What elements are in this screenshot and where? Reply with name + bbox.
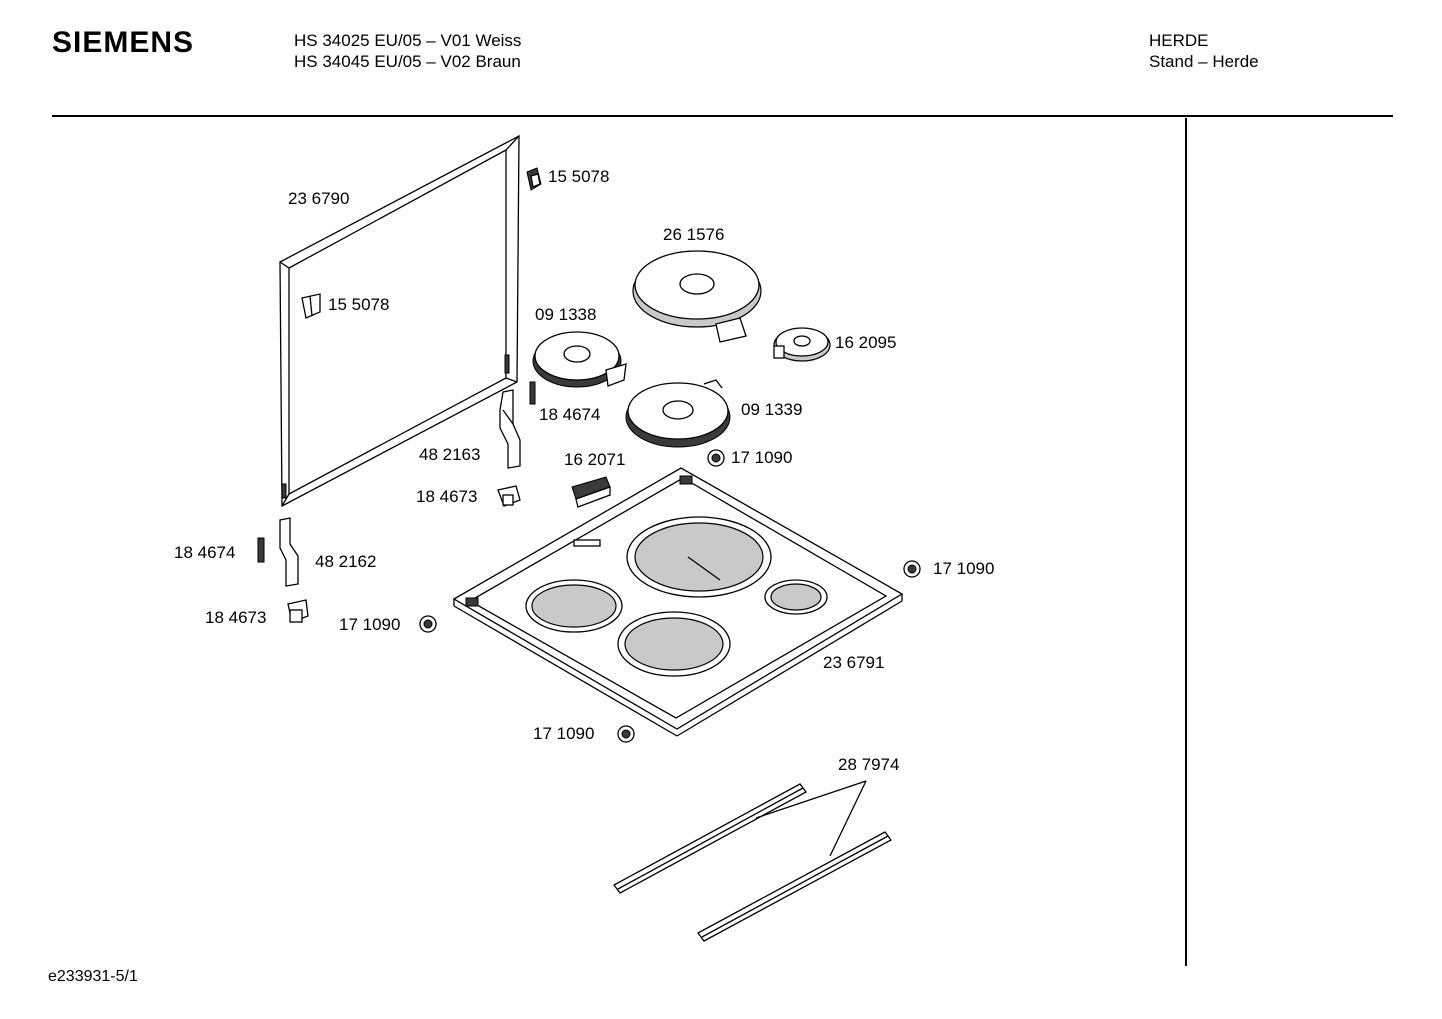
label-171090-c: 17 1090 bbox=[339, 615, 400, 634]
label-184674-lower: 18 4674 bbox=[174, 543, 235, 562]
bracket-drawing-lower bbox=[257, 517, 309, 623]
hotplate-drawing-1339 bbox=[625, 379, 731, 448]
back-panel-drawing bbox=[279, 134, 520, 508]
model-line-1: HS 34025 EU/05 – V01 Weiss bbox=[294, 31, 522, 50]
label-171090-b: 17 1090 bbox=[933, 559, 994, 578]
label-184673-upper: 18 4673 bbox=[416, 487, 477, 506]
label-155078-upper: 15 5078 bbox=[548, 167, 609, 186]
knob-drawing-d bbox=[617, 725, 635, 743]
clip-drawing-lower bbox=[301, 293, 321, 319]
knob-drawing-c bbox=[419, 615, 437, 633]
label-091338: 09 1338 bbox=[535, 305, 596, 324]
large-hotplate-drawing bbox=[632, 250, 762, 343]
label-482162: 48 2162 bbox=[315, 552, 376, 571]
model-line-2: HS 34045 EU/05 – V02 Braun bbox=[294, 52, 521, 71]
label-287974: 28 7974 bbox=[838, 755, 899, 774]
knob-drawing-a bbox=[707, 449, 725, 467]
knob-drawing-b bbox=[903, 560, 921, 578]
label-171090-a: 17 1090 bbox=[731, 448, 792, 467]
document-id: e233931-5/1 bbox=[48, 968, 138, 985]
bracket-drawing-upper bbox=[499, 381, 536, 469]
rail-drawing-1 bbox=[613, 783, 807, 894]
leader-line-rail-2 bbox=[829, 780, 867, 857]
label-162071: 16 2071 bbox=[564, 450, 625, 469]
rail-drawing-2 bbox=[697, 831, 892, 942]
label-171090-d: 17 1090 bbox=[533, 724, 594, 743]
brand-logo: SIEMENS bbox=[52, 26, 195, 59]
label-236790: 23 6790 bbox=[288, 189, 349, 208]
leader-line-rail-1 bbox=[755, 780, 867, 819]
label-184673-lower: 18 4673 bbox=[205, 608, 266, 627]
category-line-1: HERDE bbox=[1149, 31, 1209, 50]
category-line-2: Stand – Herde bbox=[1149, 52, 1259, 71]
part-drawing-162071 bbox=[571, 476, 611, 508]
label-162095: 16 2095 bbox=[835, 333, 896, 352]
label-482163: 48 2163 bbox=[419, 445, 480, 464]
hob-frame-drawing bbox=[452, 467, 904, 737]
label-155078-lower: 15 5078 bbox=[328, 295, 389, 314]
small-hotplate-drawing bbox=[773, 327, 831, 362]
label-184674-upper: 18 4674 bbox=[539, 405, 600, 424]
label-236791: 23 6791 bbox=[823, 653, 884, 672]
clip-drawing-upper bbox=[526, 167, 542, 191]
label-091339: 09 1339 bbox=[741, 400, 802, 419]
label-261576: 26 1576 bbox=[663, 225, 724, 244]
hotplate-drawing-1338 bbox=[532, 331, 627, 388]
part-drawing-184673-upper bbox=[497, 485, 521, 507]
